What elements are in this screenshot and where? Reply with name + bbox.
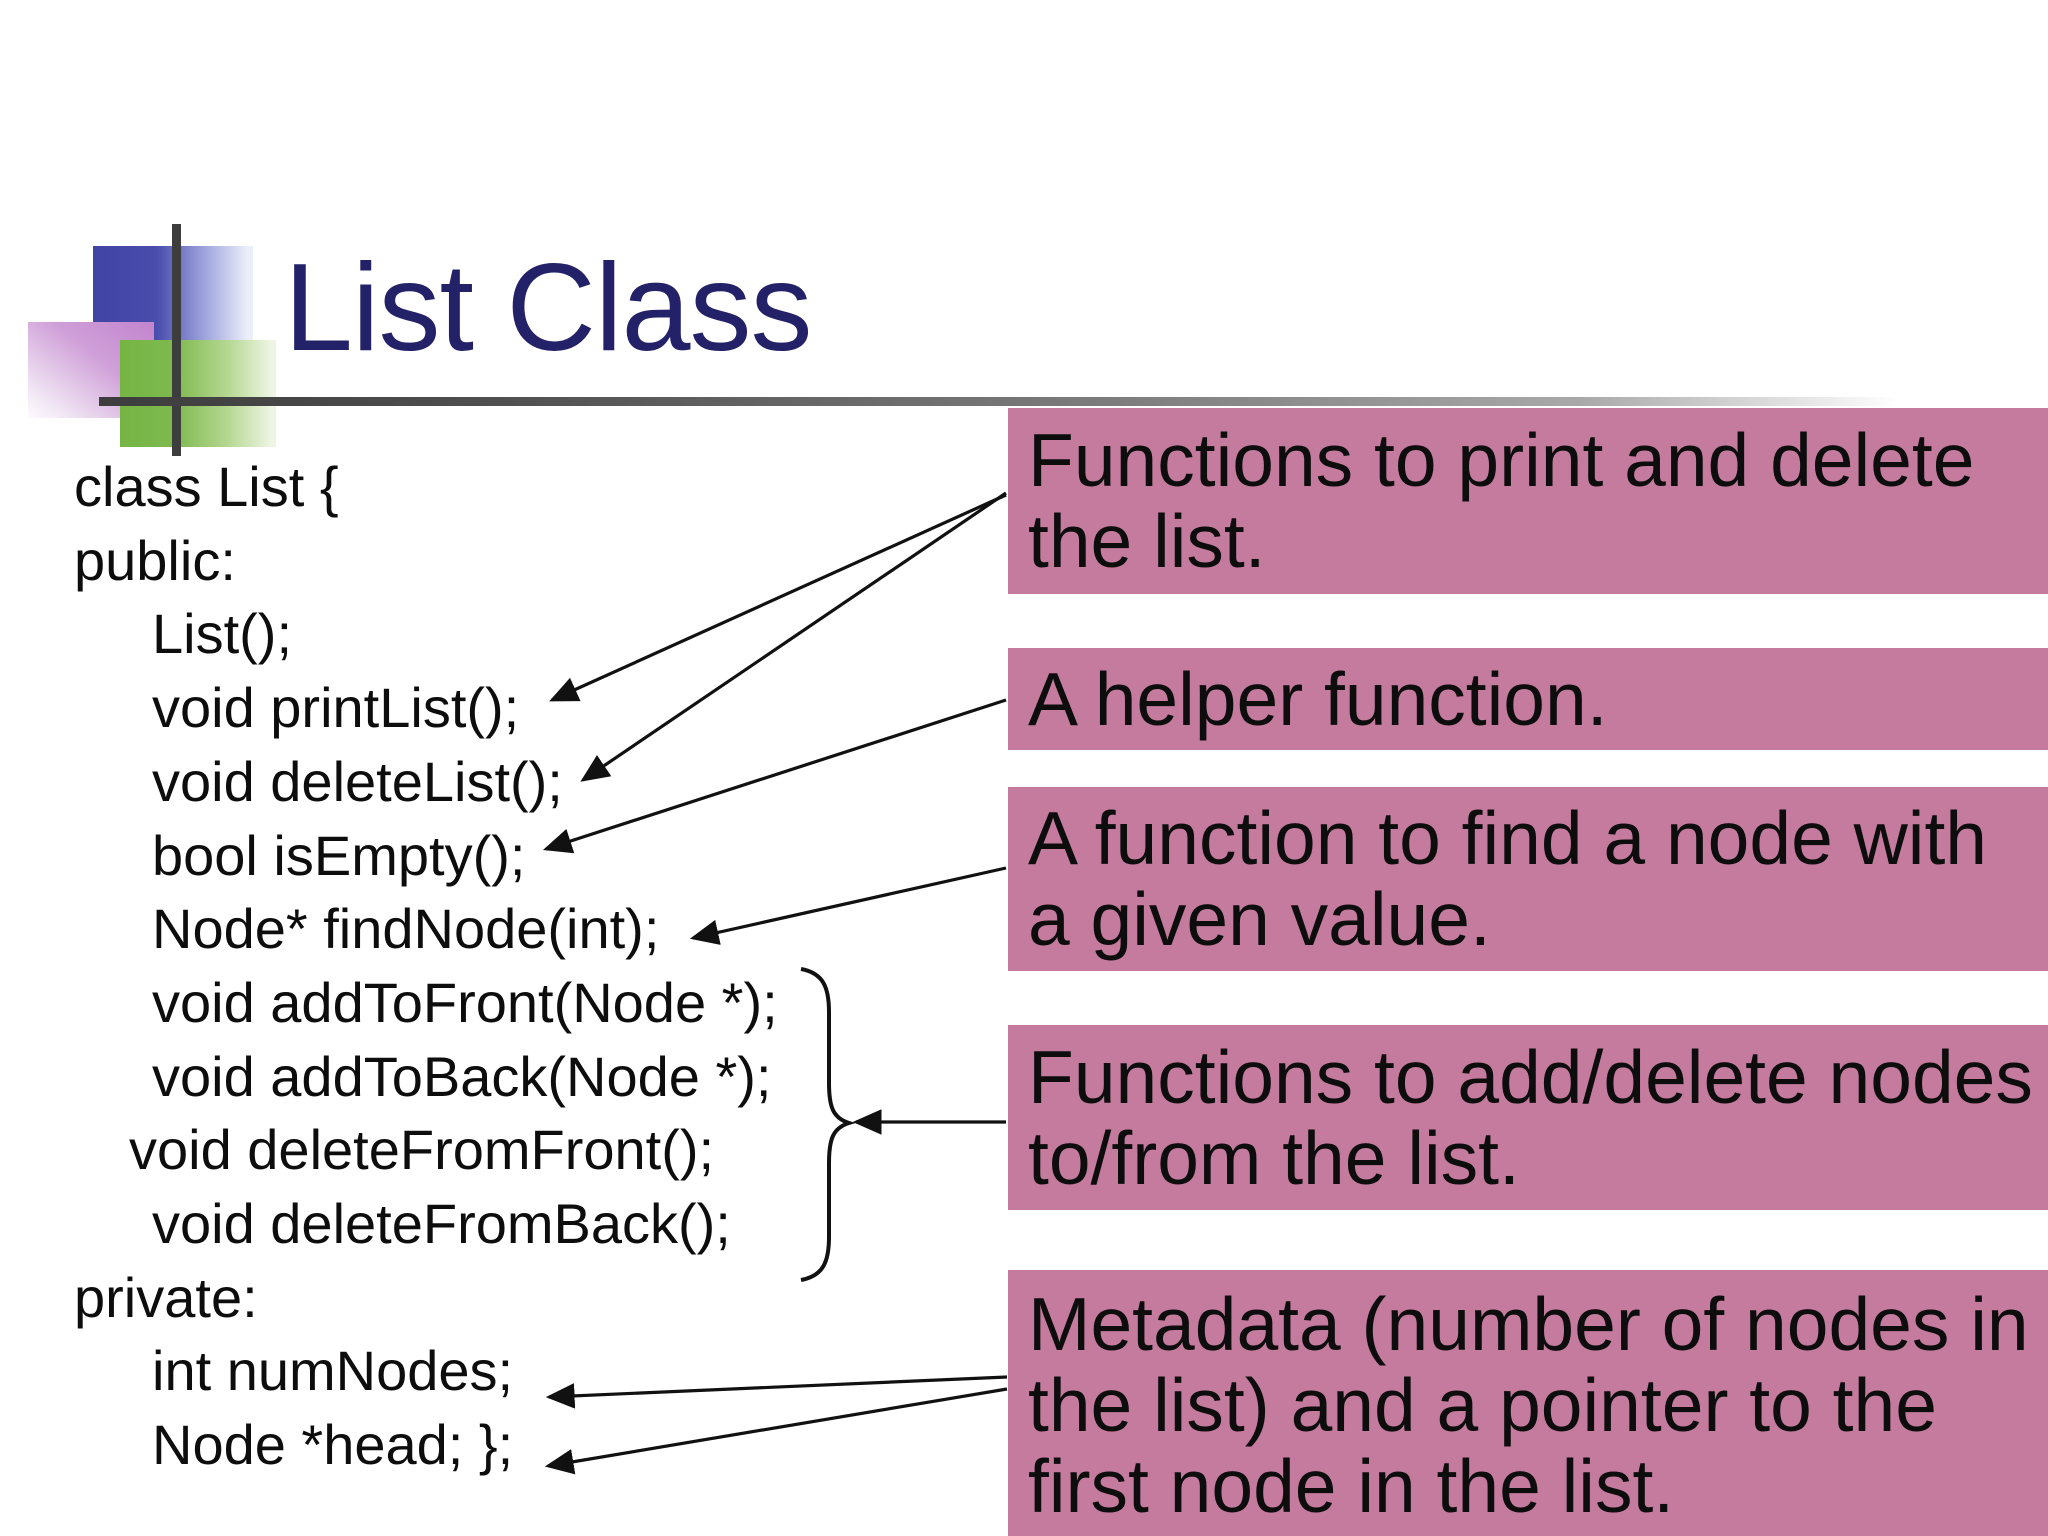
- callout-metadata-text: Metadata (number of nodes in the list) a…: [1028, 1281, 2029, 1528]
- callout-add-delete-text: Functions to add/delete nodes to/from th…: [1028, 1034, 2033, 1200]
- code-line-private: private:: [74, 1265, 258, 1329]
- callout-find-node: A function to find a node with a given v…: [1008, 787, 2048, 971]
- logo-green-square: [120, 340, 276, 447]
- code-line-isempty: bool isEmpty();: [152, 823, 526, 887]
- callout-find-node-text: A function to find a node with a given v…: [1028, 796, 1987, 961]
- callout-print-delete-text: Functions to print and delete the list.: [1028, 418, 1975, 583]
- grouping-brace: [800, 967, 856, 1282]
- code-line-head: Node *head; };: [152, 1413, 514, 1477]
- logo-crosshair-vertical-line: [172, 224, 181, 456]
- code-line-deletelist: void deleteList();: [152, 749, 563, 813]
- code-line-public: public:: [74, 528, 236, 592]
- callout-print-delete: Functions to print and delete the list.: [1008, 408, 2048, 594]
- code-line-addtoback: void addToBack(Node *);: [152, 1044, 772, 1108]
- callout-metadata: Metadata (number of nodes in the list) a…: [1008, 1270, 2048, 1536]
- title-underline-rule: [99, 397, 1954, 406]
- code-line-addtofront: void addToFront(Node *);: [152, 970, 778, 1034]
- code-line-findnode: Node* findNode(int);: [152, 897, 660, 961]
- callout-helper: A helper function.: [1008, 648, 2048, 750]
- code-line-printlist: void printList();: [152, 676, 520, 740]
- code-line-constructor: List();: [152, 602, 292, 666]
- slide-title: List Class: [284, 239, 812, 377]
- code-line-class-decl: class List {: [74, 455, 339, 518]
- callout-add-delete: Functions to add/delete nodes to/from th…: [1008, 1025, 2048, 1210]
- code-line-numnodes: int numNodes;: [152, 1339, 514, 1403]
- code-line-deletefromfront: void deleteFromFront();: [129, 1118, 715, 1182]
- callout-helper-text: A helper function.: [1028, 656, 1608, 741]
- code-line-deletefromback: void deleteFromBack();: [152, 1192, 731, 1256]
- code-listing: class List { public: List(); void printL…: [74, 450, 778, 1482]
